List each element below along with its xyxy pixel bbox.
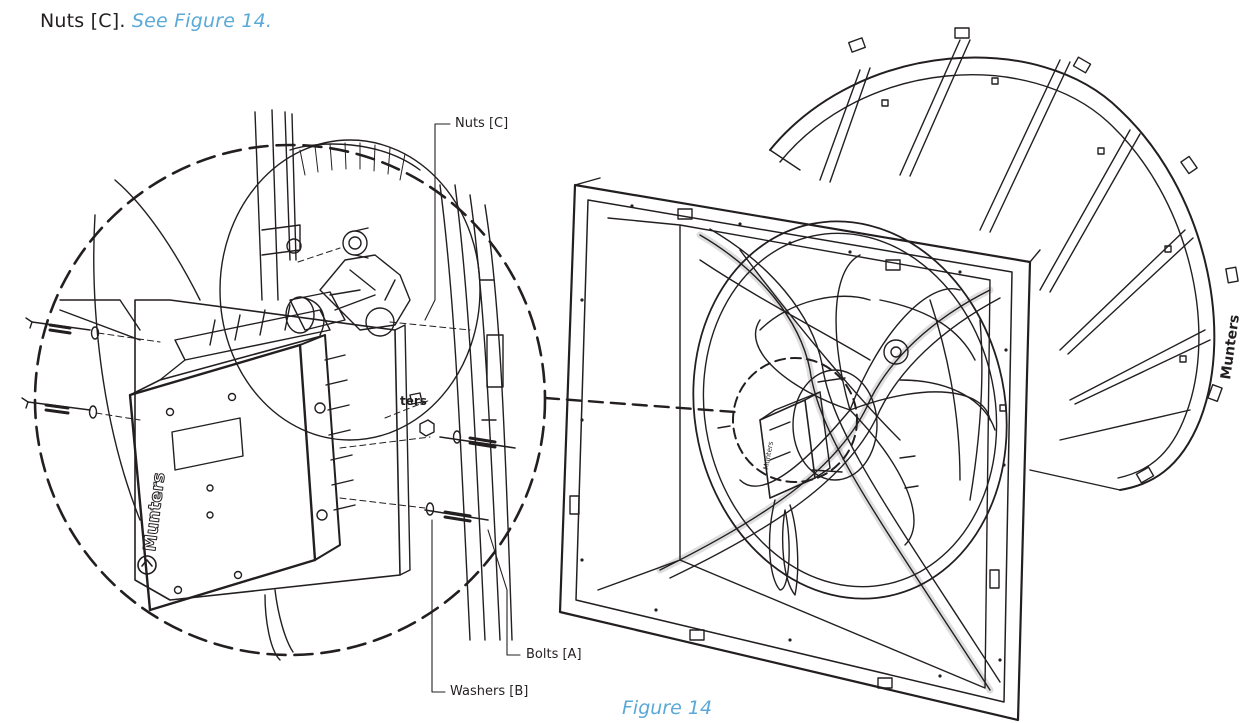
washers-leader bbox=[431, 519, 446, 693]
box-brand-text: Munters bbox=[140, 471, 170, 552]
detail-connector-line bbox=[543, 396, 737, 414]
bolts-leader bbox=[487, 529, 521, 656]
figure-reference-link[interactable]: See Figure 14. bbox=[131, 10, 273, 32]
nuts-leader bbox=[424, 123, 451, 321]
wheel-brand-text: ters bbox=[400, 394, 427, 408]
small-box-brand-text: Munters bbox=[762, 441, 775, 471]
callout-nuts-label: Nuts [C] bbox=[455, 116, 509, 131]
intro-paragraph: Nuts [C]. See Figure 14. bbox=[40, 8, 272, 34]
callout-washers-label: Washers [B] bbox=[450, 684, 529, 699]
intro-text: Nuts [C]. bbox=[40, 10, 126, 32]
housing-brand-text: Munters bbox=[1218, 314, 1243, 381]
callout-bolts-label: Bolts [A] bbox=[526, 647, 582, 662]
figure-caption: Figure 14 bbox=[622, 697, 713, 719]
munters-logo: Munters bbox=[137, 471, 170, 575]
fan-housing-drawing: Munters Munters bbox=[558, 27, 1243, 722]
callout-leaders bbox=[424, 123, 521, 693]
detail-view-drawing: Munters ters bbox=[21, 109, 547, 661]
